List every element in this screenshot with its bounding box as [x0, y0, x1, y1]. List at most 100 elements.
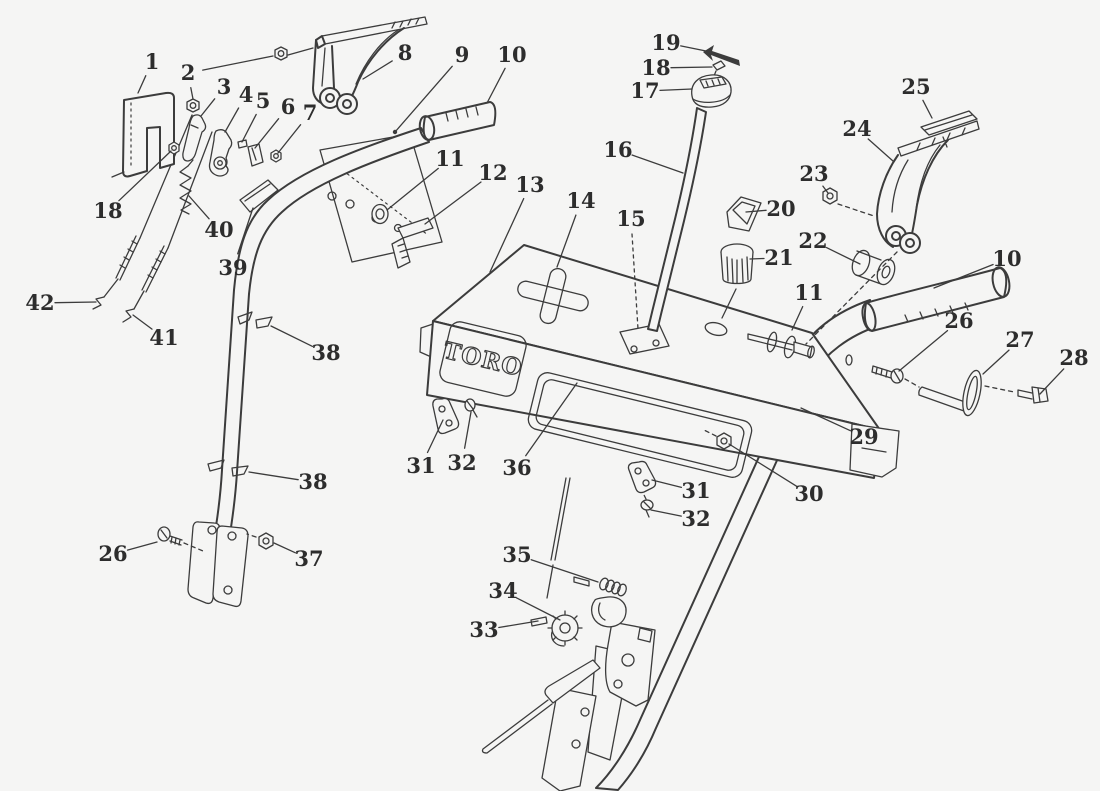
leader-line-40	[188, 195, 210, 220]
pivot-bracket-small	[182, 114, 207, 162]
callout-29: 29	[849, 424, 878, 449]
leader-line-2	[202, 55, 274, 71]
leader-line-6	[254, 118, 280, 149]
leader-line-15	[631, 233, 639, 330]
callout-18: 18	[93, 198, 122, 223]
roll-pin-19	[703, 45, 740, 66]
callout-41: 41	[149, 325, 178, 350]
leader-line-29	[800, 407, 852, 432]
leader-line-26	[898, 329, 949, 372]
leader-line-11	[386, 167, 439, 211]
callout-23: 23	[799, 161, 828, 186]
callout-8: 8	[398, 40, 413, 65]
leader-line-22	[825, 246, 861, 265]
console: TORO	[419, 244, 900, 479]
leader-line-11	[791, 305, 804, 331]
hex-nut	[246, 532, 274, 550]
side-panel-left	[319, 133, 443, 263]
roll-pin	[530, 616, 548, 627]
callout-11: 11	[435, 146, 464, 171]
knob-hole	[704, 321, 728, 337]
callout-24: 24	[842, 116, 871, 141]
cable-clamp-31b	[627, 460, 657, 494]
leader-line-42	[54, 301, 97, 304]
leader-line-10	[486, 67, 506, 104]
console-front-face	[426, 320, 881, 479]
console-panel-36	[527, 372, 753, 478]
callout-12: 12	[478, 160, 507, 185]
leader-line-24	[867, 138, 894, 162]
leader-line-35	[530, 559, 599, 583]
bolt-28	[1017, 386, 1049, 404]
callout-32: 32	[681, 506, 710, 531]
detent-spring-set	[573, 576, 627, 628]
leader-line-33	[498, 620, 539, 629]
leader-line-25	[922, 99, 933, 119]
cable-hook	[122, 308, 135, 323]
leader-line-37	[273, 542, 297, 554]
spacer-block	[247, 143, 264, 167]
tension-spring	[179, 159, 194, 215]
leader-line-23	[822, 185, 829, 194]
callout-35: 35	[502, 542, 531, 567]
pivot-bracket-small2	[208, 129, 233, 177]
callout-3: 3	[217, 74, 232, 99]
grip-mouth	[861, 302, 877, 332]
callout-22: 22	[798, 228, 827, 253]
handle-grip-right	[861, 266, 1011, 332]
knob-washer	[712, 60, 726, 77]
screw-32a	[464, 398, 478, 418]
callout-10: 10	[497, 42, 526, 67]
callout-28: 28	[1059, 345, 1088, 370]
speed-control-rod	[481, 477, 601, 754]
leader-line-5	[241, 113, 257, 143]
console-left-tab	[419, 323, 434, 357]
pivot-rod-27	[918, 369, 1015, 417]
cable-hook	[92, 296, 105, 310]
callout-19: 19	[651, 30, 680, 55]
leader-line-39	[237, 207, 254, 255]
leader-line-32	[463, 411, 472, 449]
callout-10: 10	[992, 246, 1021, 271]
cable-clips-upper	[237, 311, 273, 329]
clutch-cable-left	[92, 114, 193, 310]
shift-lever	[647, 107, 707, 332]
panel-screw	[345, 199, 355, 209]
callout-18: 18	[641, 55, 670, 80]
callout-15: 15	[616, 206, 645, 231]
callout-31: 31	[406, 453, 435, 478]
bracket-hole	[571, 739, 581, 749]
callout-36: 36	[502, 455, 531, 480]
leader-line-26	[126, 541, 158, 551]
bracket-hole	[580, 707, 590, 717]
callout-5: 5	[256, 88, 271, 113]
control-knob-21	[720, 243, 754, 319]
callout-21: 21	[764, 245, 793, 270]
bracket-hole	[223, 585, 233, 595]
screw-32b	[640, 492, 654, 518]
leader-line-17	[659, 88, 693, 92]
leader-line-31	[651, 479, 683, 489]
panel-screw	[327, 191, 337, 201]
cable-clips-lower	[207, 459, 249, 477]
callout-17: 17	[630, 78, 659, 103]
leader-line-41	[132, 314, 153, 330]
bracket-hole	[207, 525, 217, 535]
callout-7: 7	[303, 100, 318, 125]
leader-line-9	[394, 65, 453, 133]
handle-bracket-right	[805, 120, 980, 345]
shield-plate	[111, 91, 175, 178]
leader-line-3	[200, 98, 216, 117]
roller-22	[851, 249, 896, 286]
callout-42: 42	[25, 290, 54, 315]
lower-bracket-left	[157, 521, 274, 608]
console-pin	[747, 331, 815, 359]
hex-nut-23	[822, 187, 875, 217]
plate-outline	[122, 91, 175, 178]
callout-9: 9	[455, 42, 470, 67]
cable-clamp-31a	[432, 397, 460, 435]
spring-clip-20	[726, 196, 762, 232]
callout-16: 16	[603, 137, 632, 162]
